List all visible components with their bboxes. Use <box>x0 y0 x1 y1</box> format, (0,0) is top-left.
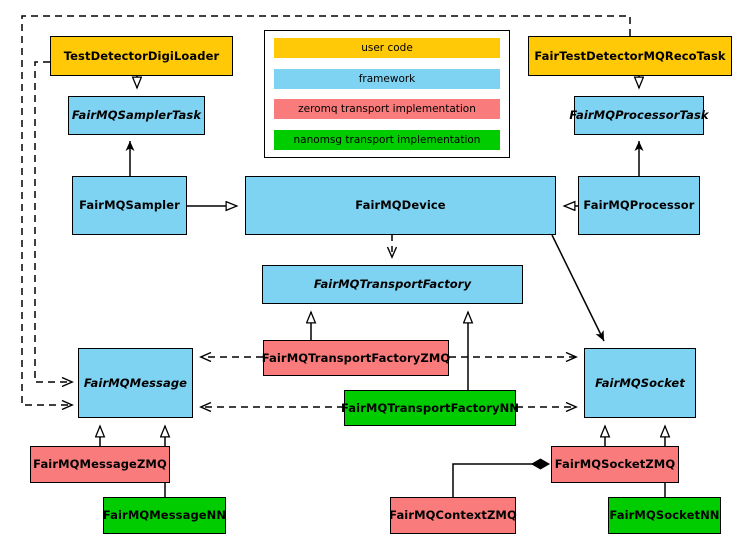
class-label: FairMQSocketZMQ <box>554 457 676 472</box>
legend-item-nanomsg: nanomsg transport implementation <box>274 129 500 150</box>
class-label: FairMQDevice <box>355 198 446 213</box>
class-box-fairmqsampler[interactable]: FairMQSampler <box>72 176 187 235</box>
class-label: TestDetectorDigiLoader <box>63 48 220 63</box>
edge-device-to-socket <box>551 234 605 342</box>
legend-item-zeromq: zeromq transport implementation <box>274 99 500 120</box>
legend-panel: user code framework zeromq transport imp… <box>264 30 510 158</box>
class-box-fairmqsamplertask[interactable]: FairMQSamplerTask <box>68 96 205 135</box>
class-box-fairtestdetectormqrecotask[interactable]: FairTestDetectorMQRecoTask <box>528 36 732 76</box>
class-box-fairmqprocessor[interactable]: FairMQProcessor <box>578 176 700 235</box>
class-label: FairMQSocketNN <box>609 508 720 523</box>
class-label: FairMQMessageZMQ <box>33 457 167 472</box>
legend-label-framework: framework <box>358 72 416 85</box>
class-label: FairMQSocket <box>595 375 685 390</box>
class-label: FairMQMessage <box>83 375 188 390</box>
class-label: FairMQContextZMQ <box>389 508 517 523</box>
class-box-fairmqsocket[interactable]: FairMQSocket <box>584 348 696 418</box>
legend-item-framework: framework <box>274 68 500 89</box>
class-box-testdetectordigiloader[interactable]: TestDetectorDigiLoader <box>50 36 233 76</box>
class-label: FairMQSampler <box>79 198 180 213</box>
class-label: FairMQTransportFactoryZMQ <box>261 350 451 365</box>
class-label: FairTestDetectorMQRecoTask <box>534 48 726 63</box>
class-box-fairmqprocessortask[interactable]: FairMQProcessorTask <box>569 96 709 135</box>
class-box-fairmqtransportfactoryzmq[interactable]: FairMQTransportFactoryZMQ <box>261 340 451 376</box>
class-box-fairmqsocketnn[interactable]: FairMQSocketNN <box>608 497 721 534</box>
legend-item-user-code: user code <box>274 38 500 58</box>
legend-label-zeromq: zeromq transport implementation <box>298 103 476 116</box>
class-box-fairmqtransportfactorynn[interactable]: FairMQTransportFactoryNN <box>340 390 520 426</box>
class-label: FairMQProcessor <box>583 198 695 213</box>
class-label: FairMQSamplerTask <box>71 108 202 123</box>
class-label: FairMQTransportFactoryNN <box>340 400 520 415</box>
class-box-fairmqmessage[interactable]: FairMQMessage <box>78 348 193 418</box>
class-label: FairMQMessageNN <box>102 508 227 523</box>
class-label: FairMQProcessorTask <box>569 108 709 123</box>
class-box-fairmqcontextzmq[interactable]: FairMQContextZMQ <box>389 497 517 534</box>
class-label: FairMQTransportFactory <box>313 277 472 292</box>
legend-label-user-code: user code <box>361 42 413 54</box>
class-box-fairmqtransportfactory[interactable]: FairMQTransportFactory <box>262 265 523 304</box>
edge-digiloader-to-message <box>34 61 72 382</box>
class-box-fairmqmessagenn[interactable]: FairMQMessageNN <box>103 497 226 534</box>
class-box-fairmqdevice[interactable]: FairMQDevice <box>245 176 556 235</box>
class-box-fairmqsocketzmq[interactable]: FairMQSocketZMQ <box>551 446 679 483</box>
class-box-fairmqmessagezmq[interactable]: FairMQMessageZMQ <box>30 446 170 483</box>
legend-label-nanomsg: nanomsg transport implementation <box>293 133 481 146</box>
